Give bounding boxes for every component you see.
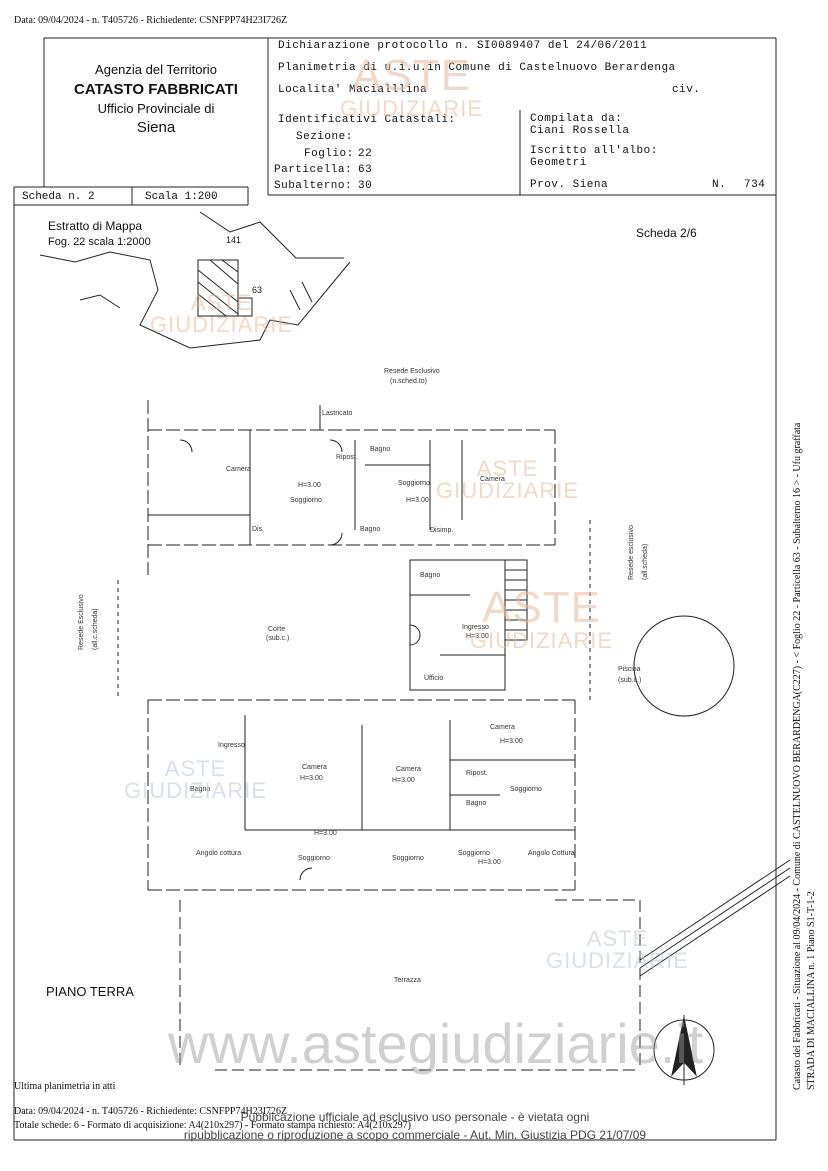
top-request-line: Data: 09/04/2024 - n. T405726 - Richiede…	[14, 15, 288, 26]
subalterno-label: Subalterno:	[274, 180, 353, 192]
label-h-7: H=3.00	[478, 859, 501, 866]
label-resede-right-sub: (all.scheda)	[642, 543, 649, 580]
foglio-value: 22	[358, 148, 373, 160]
label-ripost-1: Ripost.	[336, 454, 358, 461]
watermark-site: www.astegiudiziarie.it	[168, 1012, 704, 1075]
label-ufficio: Ufficio	[424, 675, 444, 682]
label-h-5: H=3.00	[392, 777, 415, 784]
piano-label: PIANO TERRA	[46, 984, 134, 999]
localita: Localita' Macialllina	[278, 84, 428, 96]
label-camera-1: Camera	[226, 466, 251, 473]
label-soggiorno-5: Soggiorno	[392, 855, 424, 862]
agency-name: Agenzia del Territorio	[95, 62, 217, 77]
label-piscina-sub: (sub.c.)	[618, 677, 642, 684]
scala: Scala 1:200	[145, 191, 218, 203]
n-value: 734	[744, 179, 766, 191]
header-left: Agenzia del Territorio CATASTO FABBRICAT…	[44, 62, 268, 136]
label-ripost-2: Ripost.	[466, 770, 488, 777]
sezione-label: Sezione:	[296, 131, 353, 143]
label-piscina: Piscina	[618, 666, 641, 673]
label-angolo-cottura-2: Angolo Cottura	[528, 850, 575, 857]
map-number-63: 63	[252, 285, 263, 295]
label-resede-top: Resede Esclusivo	[384, 368, 440, 375]
label-soggiorno-4: Soggiorno	[298, 855, 330, 862]
label-h-2: H=3.00	[406, 497, 429, 504]
label-ingresso-1: Ingresso	[462, 624, 489, 631]
estratto-sub: Fog. 22 scala 1:2000	[48, 236, 151, 248]
label-angolo-cottura-1: Angolo cottura	[196, 850, 242, 857]
label-resede-left-sub: (all.c.scheda)	[92, 608, 99, 650]
ultima-planimetria: Ultima planimetria in atti	[14, 1081, 116, 1092]
label-non-scheda: (n.sched.to)	[390, 378, 427, 385]
compilata-label: Compilata da:	[530, 113, 623, 125]
publication-notice-2: ripubblicazione o riproduzione a scopo c…	[183, 1128, 647, 1142]
footer-line-1: Data: 09/04/2024 - n. T405726 - Richiede…	[14, 1106, 288, 1117]
label-h-8: H=3.00	[314, 830, 337, 837]
label-soggiorno-3: Soggiorno	[510, 786, 542, 793]
label-camera-3: Camera	[302, 764, 327, 771]
particella-label: Particella:	[274, 164, 353, 176]
dichiarazione: Dichiarazione protocollo n. SI0089407 de…	[278, 40, 648, 52]
subalterno-value: 30	[358, 180, 373, 192]
label-h-3: H=3.00	[466, 633, 489, 640]
label-lastricato: Lastricato	[322, 410, 353, 417]
label-soggiorno-2: Soggiorno	[398, 480, 430, 487]
label-bagno-3: Bagno	[420, 572, 441, 579]
map-number-141: 141	[226, 235, 242, 245]
iscritto-value: Geometri	[530, 157, 587, 169]
scheda-number: Scheda n. 2	[22, 191, 95, 203]
n-label: N.	[712, 179, 727, 191]
label-bagno-1: Bagno	[370, 446, 391, 453]
label-corte: Corte	[268, 626, 286, 633]
estratto-title: Estratto di Mappa	[48, 219, 143, 233]
compilata-value: Ciani Rossella	[530, 125, 630, 137]
catasto-title: CATASTO FABBRICATI	[74, 81, 238, 98]
label-resede-right: Resede esclusivo	[628, 525, 635, 580]
scheda-right: Scheda 2/6	[636, 226, 697, 240]
label-camera-4: Camera	[396, 766, 421, 773]
label-camera-5: Camera	[490, 724, 515, 731]
prov-label: Prov. Siena	[530, 179, 609, 191]
label-disimp: Dis.	[252, 526, 265, 533]
label-h-4: H=3.00	[300, 775, 323, 782]
label-disimp-2: Disimp.	[430, 527, 454, 534]
ufficio-label: Ufficio Provinciale di	[97, 101, 215, 116]
label-corte-sub: (sub.c.)	[266, 635, 290, 642]
identificativi-label: Identificativi Catastali:	[278, 114, 456, 126]
civ-label: civ.	[672, 84, 701, 96]
planimetria: Planimetria di u.i.u.in Comune di Castel…	[278, 62, 676, 74]
footer-line-2: Totale schede: 6 - Formato di acquisizio…	[14, 1120, 411, 1131]
side-text-2: STRADA DI MACIALLINA n. 1 Piano S1-T-1-2	[806, 891, 817, 1090]
ufficio-city: Siena	[136, 119, 176, 136]
label-resede-left: Resede Esclusivo	[78, 594, 85, 650]
label-soggiorno-6: Soggiorno	[458, 850, 490, 857]
publication-notice-1: Pubblicazione ufficiale ad esclusivo uso…	[240, 1110, 590, 1124]
label-bagno-2: Bagno	[360, 526, 381, 533]
particella-value: 63	[358, 164, 373, 176]
foglio-label: Foglio:	[304, 148, 354, 160]
label-soggiorno-1: Soggiorno	[290, 497, 322, 504]
iscritto-label: Iscritto all'albo:	[530, 145, 658, 157]
label-h-6: H=3.00	[500, 738, 523, 745]
label-bagno-5: Bagno	[466, 800, 487, 807]
side-text-1: Catasto dei Fabbricati - Situazione al 0…	[792, 422, 803, 1090]
label-camera-2: Camera	[480, 476, 505, 483]
label-ingresso-2: Ingresso	[218, 742, 245, 749]
label-terrazza: Terrazza	[394, 977, 421, 984]
label-bagno-4: Bagno	[190, 786, 211, 793]
label-h-1: H=3.00	[298, 482, 321, 489]
